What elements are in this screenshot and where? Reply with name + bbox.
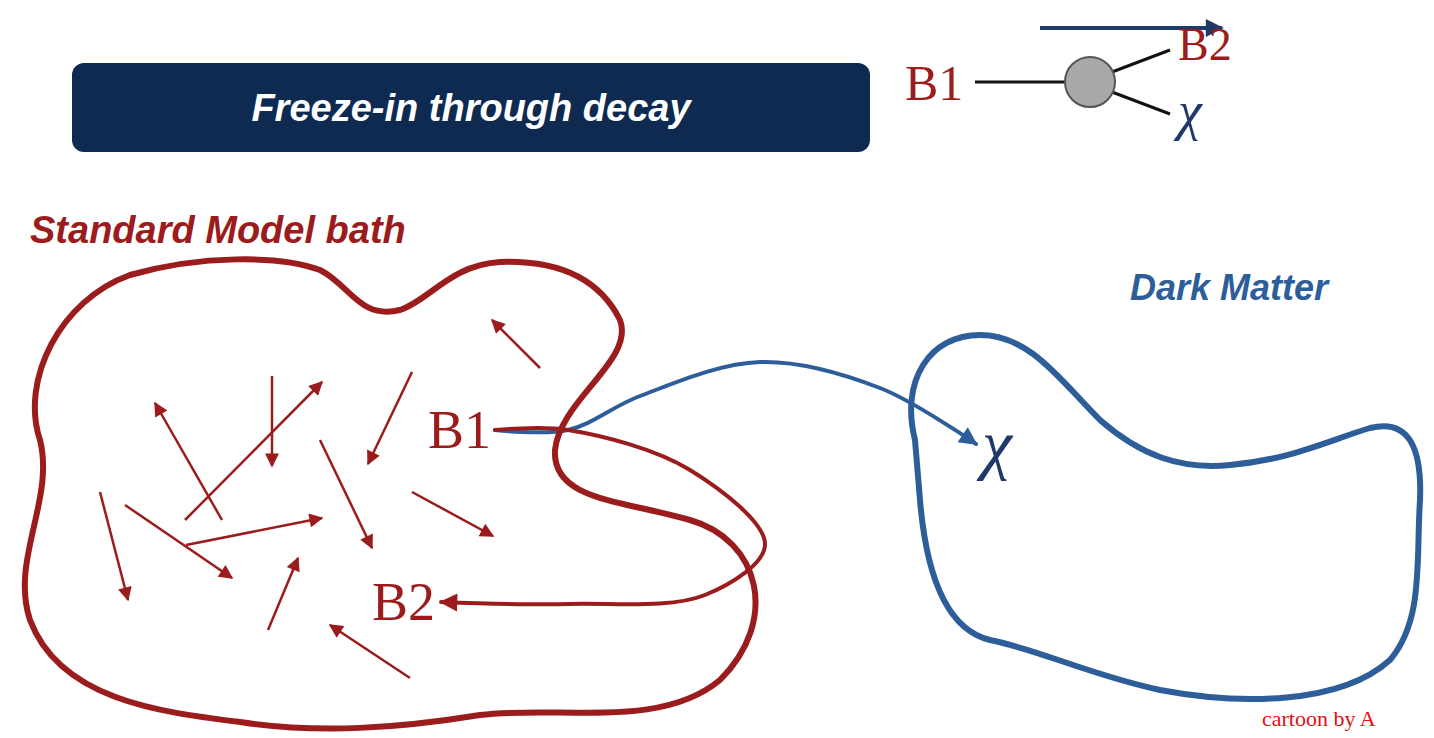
dark-matter-sector: Dark Matter χ bbox=[900, 262, 1430, 714]
region-outline bbox=[900, 262, 1430, 714]
credit-note: cartoon by A bbox=[1262, 708, 1376, 730]
particle-motion-arrows bbox=[100, 320, 540, 678]
particle-label: χ bbox=[982, 410, 1012, 478]
dark-matter-particle: χ bbox=[982, 410, 1012, 478]
motion-arrow bbox=[492, 320, 540, 368]
feynman-leg-label: B2 bbox=[1178, 22, 1232, 68]
motion-arrow bbox=[268, 558, 298, 630]
standard-model-bath: Standard Model bathB1B2 bbox=[10, 205, 790, 738]
motion-arrow bbox=[100, 492, 128, 600]
motion-arrow bbox=[368, 372, 412, 464]
motion-arrow bbox=[186, 518, 322, 545]
motion-arrow bbox=[271, 376, 274, 466]
motion-arrow bbox=[412, 492, 493, 536]
particle-name: B2 bbox=[372, 575, 435, 629]
motion-arrow bbox=[155, 403, 222, 520]
feynman-leg bbox=[1112, 50, 1170, 72]
feynman-leg-label: χ bbox=[1178, 84, 1202, 138]
region-outline bbox=[911, 335, 1420, 699]
particle-label: B1 bbox=[428, 403, 491, 457]
interaction-blob bbox=[1065, 57, 1115, 107]
feynman-leg bbox=[975, 81, 1066, 84]
particle-name: B1 bbox=[428, 403, 491, 457]
feynman-leg-label: B1 bbox=[905, 58, 963, 108]
title-box: Freeze-in through decay bbox=[72, 63, 870, 152]
motion-arrow bbox=[125, 505, 232, 578]
region-heading: Standard Model bath bbox=[30, 211, 406, 249]
motion-arrow bbox=[320, 440, 372, 548]
particle-label: B2 bbox=[372, 575, 435, 629]
motion-arrow bbox=[330, 625, 410, 678]
feynman-leg bbox=[1112, 92, 1170, 114]
region-heading: Dark Matter bbox=[1130, 270, 1328, 306]
region-outline bbox=[25, 259, 756, 728]
motion-arrow bbox=[185, 382, 322, 520]
title-text: Freeze-in through decay bbox=[251, 89, 690, 127]
region-outline bbox=[10, 205, 790, 738]
